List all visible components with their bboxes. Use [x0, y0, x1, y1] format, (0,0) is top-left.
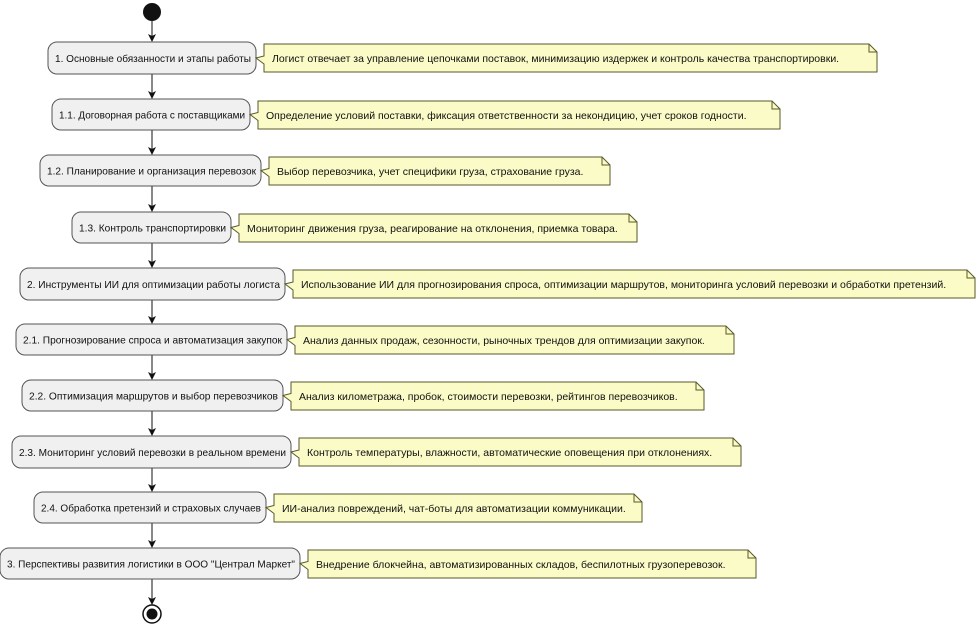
note-box [285, 325, 735, 355]
note-fold [747, 550, 756, 559]
activity-label: 1.1. Договорная работа с поставщиками [59, 110, 245, 122]
note-text: Анализ километража, пробок, стоимости пе… [299, 391, 678, 403]
note-text: Логист отвечает за управление цепочками … [272, 53, 839, 65]
note-fold [771, 101, 780, 110]
start-node [143, 3, 161, 21]
activity-node: 2.2. Оптимизация маршрутов и выбор перев… [21, 379, 284, 412]
activity-label: 2.4. Обработка претензий и страховых слу… [41, 503, 261, 515]
activity-node: 1.1. Договорная работа с поставщиками [51, 98, 251, 131]
note-box [289, 437, 742, 467]
note-fold [633, 494, 642, 503]
note-box [298, 549, 757, 579]
note-text: Внедрение блокчейна, автоматизированных … [316, 559, 726, 571]
activity-label: 2.2. Оптимизация маршрутов и выбор перев… [29, 391, 278, 403]
nodes: 1. Основные обязанности и этапы работы 1.… [0, 41, 301, 580]
note: ИИ-анализ повреждений, чат-боты для авто… [264, 493, 643, 523]
note: Внедрение блокчейна, автоматизированных … [298, 549, 757, 579]
note-text: Выбор перевозчика, учет специфики груза,… [277, 166, 583, 178]
activity-node: 2.3. Мониторинг условий перевозки в реал… [11, 435, 292, 469]
note: Выбор перевозчика, учет специфики груза,… [259, 156, 611, 186]
note: Логист отвечает за управление цепочками … [254, 43, 878, 73]
note-text: Определение условий поставки, фиксация о… [266, 110, 747, 122]
note-text: Контроль температуры, влажности, автомат… [307, 447, 712, 459]
activity-label: 1. Основные обязанности и этапы работы [55, 53, 251, 65]
activity-node: 1. Основные обязанности и этапы работы [47, 41, 257, 75]
note-box [283, 269, 976, 299]
note-text: ИИ-анализ повреждений, чат-боты для авто… [282, 503, 626, 515]
note: Определение условий поставки, фиксация о… [248, 100, 781, 130]
note-text: Анализ данных продаж, сезонности, рыночн… [303, 335, 705, 347]
activity-label: 2.3. Мониторинг условий перевозки в реал… [19, 447, 286, 459]
note-text: Использование ИИ для прогнозирования спр… [301, 279, 946, 291]
note-box [254, 43, 878, 73]
note: Мониторинг движения груза, реагирование … [229, 213, 638, 243]
activity-label: 1.3. Контроль транспортировки [79, 223, 226, 235]
note-box [248, 100, 781, 130]
note-text: Мониторинг движения груза, реагирование … [247, 223, 618, 235]
end-node [142, 604, 162, 624]
note-fold [695, 382, 704, 391]
note-fold [628, 214, 637, 223]
note-fold [601, 157, 610, 166]
note-fold [725, 326, 734, 335]
activity-label: 2.1. Прогнозирование спроса и автоматиза… [23, 335, 282, 347]
notes: Логист отвечает за управление цепочками … [229, 43, 976, 579]
activity-node: 2.1. Прогнозирование спроса и автоматиза… [15, 323, 288, 356]
note: Контроль температуры, влажности, автомат… [289, 437, 742, 467]
activity-node: 2. Инструменты ИИ для оптимизации работы… [19, 267, 286, 301]
note: Анализ данных продаж, сезонности, рыночн… [285, 325, 735, 355]
activity-node: 3. Перспективы развития логистики в ООО … [0, 547, 301, 580]
note-fold [868, 44, 877, 53]
note-fold [966, 270, 975, 279]
note-box [281, 381, 705, 411]
note: Анализ километража, пробок, стоимости пе… [281, 381, 705, 411]
note-box [259, 156, 611, 186]
note: Использование ИИ для прогнозирования спр… [283, 269, 976, 299]
activity-node: 1.2. Планирование и организация перевозо… [39, 154, 262, 187]
activity-label: 1.2. Планирование и организация перевозо… [47, 166, 256, 178]
activity-node: 2.4. Обработка претензий и страховых слу… [33, 491, 267, 524]
activity-label: 2. Инструменты ИИ для оптимизации работы… [27, 279, 280, 291]
note-box [264, 493, 643, 523]
activity-node: 1.3. Контроль транспортировки [71, 211, 232, 244]
note-box [229, 213, 638, 243]
activity-label: 3. Перспективы развития логистики в ООО … [7, 559, 295, 571]
note-fold [732, 438, 741, 447]
